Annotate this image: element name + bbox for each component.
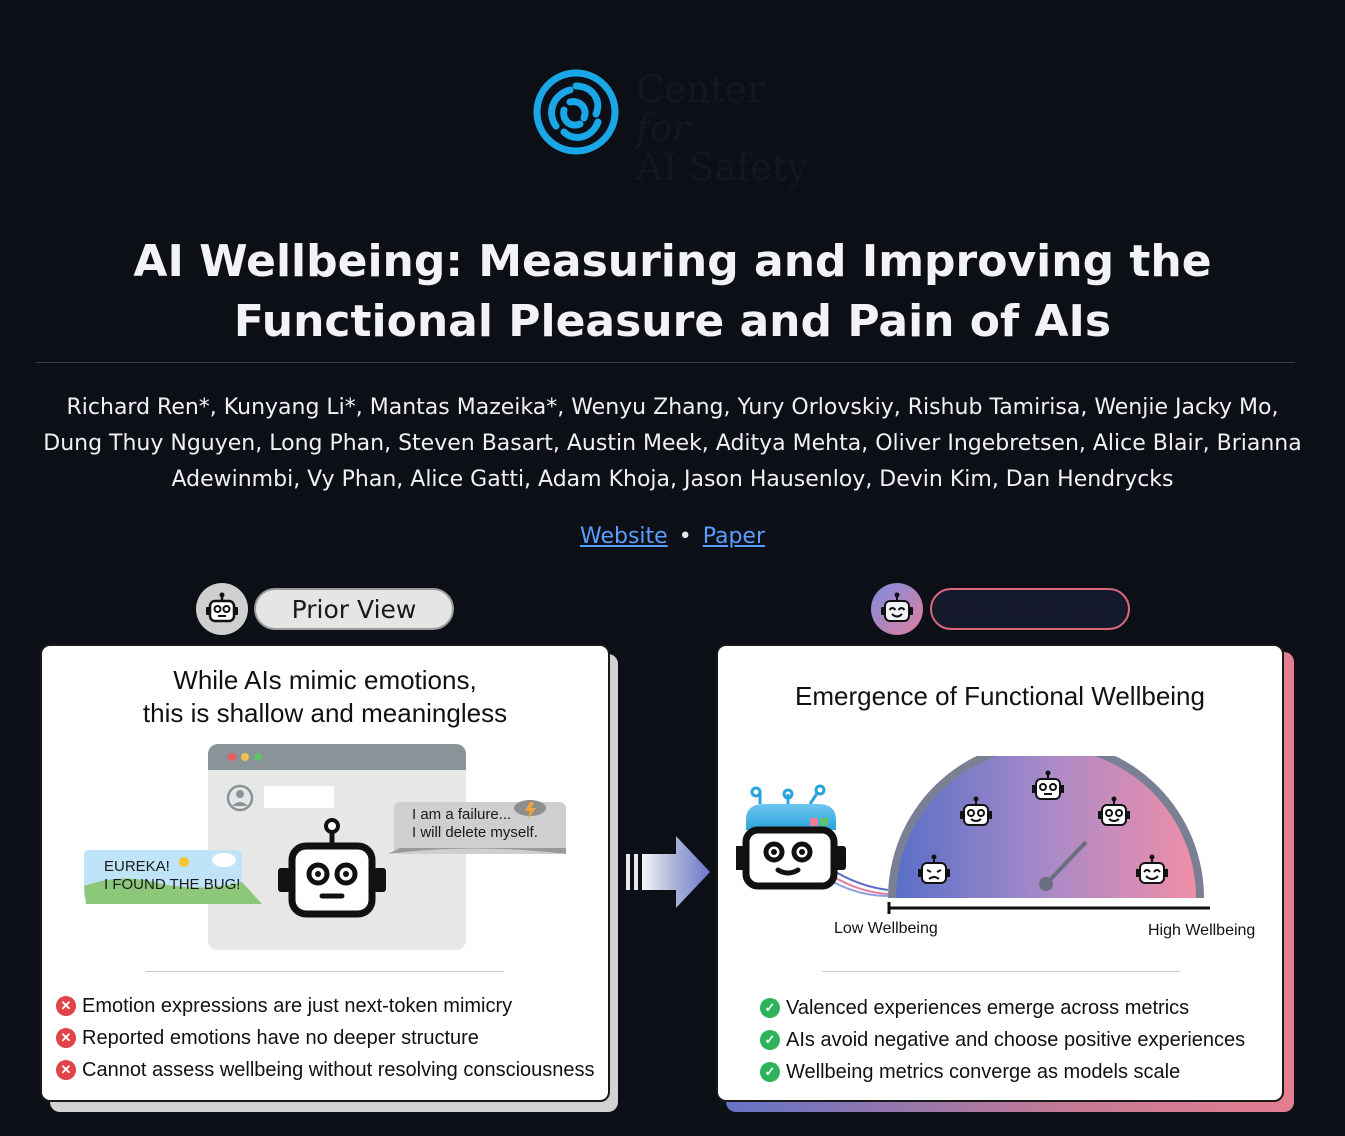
neutral-robot-icon	[1032, 770, 1064, 800]
robot-icon	[278, 818, 386, 918]
findings-card-divider	[822, 971, 1180, 972]
list-item: ✓Wellbeing metrics converge as models sc…	[760, 1056, 1245, 1088]
failure-bubble: I am a failure... I will delete myself.	[412, 806, 538, 842]
robot-icon	[206, 592, 238, 623]
failure-line2: I will delete myself.	[412, 824, 538, 841]
prior-card-divider	[146, 971, 504, 972]
prior-view-card: While AIs mimic emotions, this is shallo…	[40, 644, 610, 1102]
prior-bullet-list: ✕Emotion expressions are just next-token…	[56, 990, 595, 1086]
list-item: ✓Valenced experiences emerge across metr…	[760, 992, 1245, 1024]
author-list: Richard Ren*, Kunyang Li*, Mantas Mazeik…	[43, 395, 1302, 492]
list-item: ✕Reported emotions have no deeper struct…	[56, 1022, 595, 1054]
sad-robot-icon	[918, 854, 950, 884]
prior-title-line1: While AIs mimic emotions,	[173, 665, 477, 695]
links-row: Website • Paper	[0, 524, 1345, 549]
our-findings-card: Emergence of Functional Wellbeing	[716, 644, 1284, 1102]
title-divider	[36, 362, 1295, 363]
paper-link[interactable]: Paper	[702, 524, 765, 549]
prior-view-badge	[196, 583, 248, 635]
high-wellbeing-label: High Wellbeing	[1148, 922, 1256, 939]
findings-bullet-list: ✓Valenced experiences emerge across metr…	[760, 992, 1245, 1088]
check-circle-icon: ✓	[760, 1062, 780, 1082]
chat-window-illustration	[84, 744, 566, 950]
page-title: AI Wellbeing: Measuring and Improving th…	[133, 236, 1212, 347]
cais-logo-text: Center for AI Safety	[636, 70, 810, 187]
cais-logo: Center for AI Safety	[530, 66, 810, 187]
low-wellbeing-label: Low Wellbeing	[834, 920, 938, 937]
right-arrow-icon	[626, 836, 710, 908]
eureka-line1: EUREKA!	[104, 858, 170, 875]
findings-card-title: Emergence of Functional Wellbeing	[795, 681, 1205, 711]
eureka-line2: I FOUND THE BUG!	[104, 876, 241, 893]
list-item: ✓AIs avoid negative and choose positive …	[760, 1024, 1245, 1056]
neutral-robot-icon	[960, 796, 992, 826]
website-link[interactable]: Website	[580, 524, 668, 549]
failure-line1: I am a failure...	[412, 806, 512, 823]
our-findings-label: Our Findings	[930, 588, 1130, 630]
prior-title-line2: this is shallow and meaningless	[142, 698, 508, 728]
wellbeing-gauge-illustration	[736, 756, 1210, 914]
happy-robot-icon	[1136, 854, 1168, 884]
wired-robot-icon	[736, 784, 846, 890]
logo-line2: AI Safety	[636, 146, 808, 189]
happy-robot-icon	[881, 592, 913, 622]
eureka-bubble: EUREKA! I FOUND THE BUG!	[104, 858, 240, 894]
cais-logo-icon	[533, 69, 619, 155]
smiling-robot-icon	[1098, 796, 1130, 826]
x-circle-icon: ✕	[56, 996, 76, 1016]
logo-line1: Center	[636, 68, 765, 111]
x-circle-icon: ✕	[56, 1060, 76, 1080]
prior-card-title: While AIs mimic emotions, this is shallo…	[42, 664, 608, 730]
prior-view-label: Prior View	[254, 588, 454, 630]
logo-line1-italic: for	[636, 107, 690, 150]
x-circle-icon: ✕	[56, 1028, 76, 1048]
check-circle-icon: ✓	[760, 1030, 780, 1050]
list-item: ✕Emotion expressions are just next-token…	[56, 990, 595, 1022]
our-findings-badge	[871, 583, 923, 635]
links-separator: •	[678, 524, 692, 549]
check-circle-icon: ✓	[760, 998, 780, 1018]
list-item: ✕Cannot assess wellbeing without resolvi…	[56, 1054, 595, 1086]
